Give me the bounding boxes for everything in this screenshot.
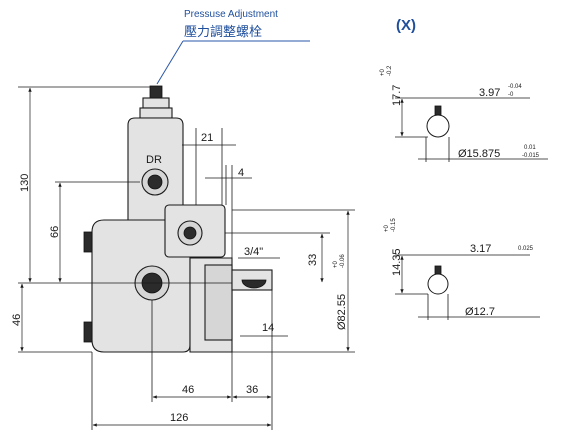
- callout-leader: [156, 40, 184, 85]
- lower-diameter: Ø12.7: [465, 306, 495, 318]
- upper-dia-tol-up: 0.01: [524, 145, 536, 151]
- bottom-dimensions: 46 36 126: [91, 300, 273, 430]
- upper-diameter: Ø15.875: [458, 148, 500, 160]
- shaft-key: [241, 279, 267, 289]
- dim-14: 14: [262, 322, 274, 334]
- left-bolt-lower: [83, 321, 93, 343]
- lower-shaft-key: [434, 265, 442, 275]
- dr-port-hole: [147, 174, 163, 190]
- pump-body: DR: [83, 85, 273, 353]
- dr-port-label: DR: [146, 154, 162, 166]
- top-dimensions: 21 4: [182, 128, 252, 258]
- view-x-label: (X): [396, 17, 416, 34]
- upper-key-tol-dn: -0: [508, 92, 514, 98]
- upper-height: 17.7: [391, 85, 403, 106]
- upper-height-tol-dn: -0.2: [387, 65, 393, 76]
- adjust-screw-base: [142, 97, 170, 109]
- lower-height: 14.35: [391, 248, 403, 276]
- dim-66: 66: [49, 226, 61, 238]
- dim-21: 21: [201, 132, 213, 144]
- dim-46-left: 46: [11, 314, 23, 326]
- callout-english: Pressuse Adjustment: [184, 9, 278, 20]
- upper-shaft-circle: [426, 114, 450, 138]
- right-dimensions: 3/4" 33 Ø82.55 +0 -0.06 14: [225, 209, 355, 353]
- pressure-callout: Pressuse Adjustment 壓力調整螺栓: [156, 9, 310, 85]
- lower-height-tol-dn: -0.15: [391, 218, 397, 232]
- dim-46-bottom: 46: [182, 384, 194, 396]
- upper-shaft-key: [434, 105, 442, 116]
- dim-126: 126: [170, 412, 188, 424]
- upper-key: 3.97: [479, 87, 500, 99]
- dim-36: 36: [246, 384, 258, 396]
- dim-82-tol-dn: -0.06: [340, 254, 346, 268]
- adjust-screw-nut: [149, 85, 163, 99]
- upper-height-tol-up: +0: [380, 68, 386, 76]
- lower-height-tol-up: +0: [384, 224, 390, 232]
- thread-label: 3/4": [244, 246, 263, 258]
- lower-shaft-circle: [427, 273, 449, 295]
- dim-4: 4: [238, 167, 244, 179]
- dim-82-55: Ø82.55: [336, 294, 348, 330]
- adjust-screw-collar: [139, 107, 173, 119]
- dim-82-tol-up: +0: [333, 260, 339, 268]
- dim-130: 130: [19, 174, 31, 192]
- mount-pilot: [204, 264, 233, 341]
- left-dimensions: 130 66 46: [11, 86, 232, 353]
- lower-shaft-section: 14.35 +0 -0.15 3.17 0.025 Ø12.7: [384, 218, 540, 320]
- upper-dia-tol-dn: -0.015: [522, 153, 540, 159]
- upper-key-tol-up: -0.04: [508, 84, 522, 90]
- lower-key-tol: 0.025: [518, 246, 534, 252]
- callout-chinese: 壓力調整螺栓: [184, 25, 262, 40]
- outlet-port-hole: [183, 226, 197, 240]
- left-bolt-upper: [83, 231, 93, 253]
- dim-33: 33: [307, 254, 319, 266]
- upper-shaft-section: 17.7 +0 -0.2 3.97 -0.04 -0 Ø15.875 0.01 …: [380, 65, 548, 162]
- lower-key: 3.17: [470, 243, 491, 255]
